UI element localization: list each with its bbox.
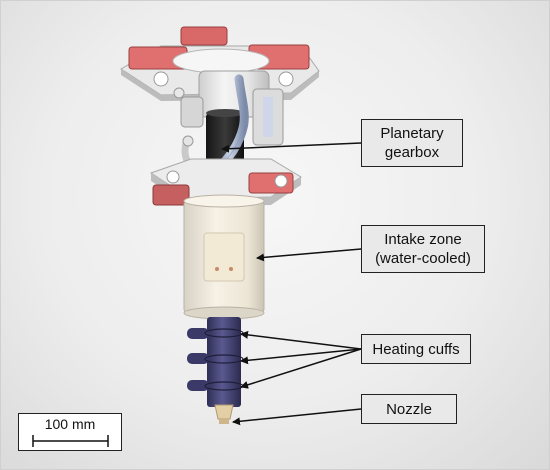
heatsink-mid-left — [152, 184, 190, 206]
arrow-nozzle — [232, 408, 362, 426]
callout-intake-zone: Intake zone (water-cooled) — [361, 225, 485, 273]
callout-heating-cuffs: Heating cuffs — [361, 334, 471, 364]
callout-nozzle: Nozzle — [361, 394, 457, 424]
barrel-heating-cuffs — [187, 317, 244, 407]
scale-bar: 100 mm — [18, 413, 122, 451]
heatsink-top-back — [180, 26, 228, 46]
callout-gearbox-line2: gearbox — [384, 144, 440, 161]
arrow-gearbox — [221, 142, 362, 153]
callout-planetary-gearbox: Planetary gearbox — [361, 119, 463, 167]
arrow-heating-2 — [240, 348, 362, 365]
arrow-heating-3 — [240, 348, 362, 389]
callout-intake-line2: (water-cooled) — [375, 250, 471, 267]
top-mount-plate — [120, 26, 320, 101]
motor-housing — [180, 70, 284, 146]
intake-zone — [183, 194, 265, 320]
callout-heating-text: Heating cuffs — [372, 340, 460, 358]
callout-nozzle-text: Nozzle — [386, 400, 432, 418]
scale-bar-ruler — [32, 435, 109, 447]
arrow-heating-1 — [240, 330, 362, 350]
scale-bar-label: 100 mm — [44, 416, 96, 432]
callout-arrows — [221, 142, 362, 426]
arrow-intake — [256, 248, 362, 262]
callout-intake-line1: Intake zone — [384, 231, 462, 248]
callout-gearbox-line1: Planetary — [380, 125, 444, 142]
nozzle-tip — [214, 404, 234, 424]
